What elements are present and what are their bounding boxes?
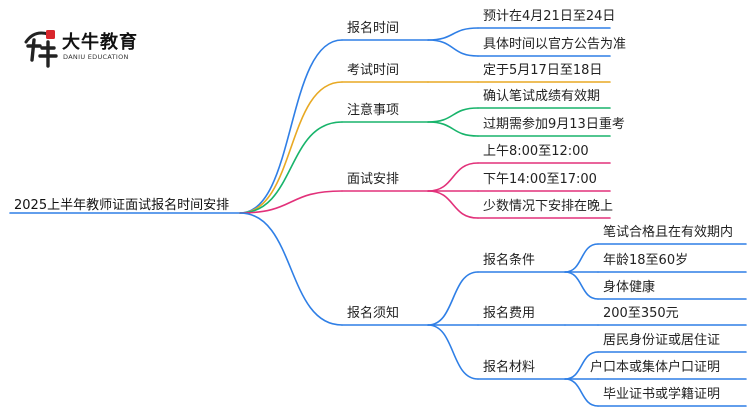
leaf-connector <box>564 378 599 407</box>
leaf-connector <box>427 27 479 41</box>
leaf-written-pass: 笔试合格且在有效期内 <box>603 225 734 240</box>
leaf-afternoon: 下午14:00至17:00 <box>483 172 597 187</box>
branch-connector <box>239 39 343 214</box>
sub-connector <box>427 324 479 380</box>
leaf-health: 身体健康 <box>603 280 656 295</box>
leaf-connector <box>427 162 479 192</box>
leaf-household-register: 户口本或集体户口证明 <box>590 360 721 375</box>
sub-materials: 报名材料 <box>483 360 536 375</box>
logo-name: 大牛教育 <box>62 32 138 53</box>
leaf-connector <box>427 39 479 57</box>
branch-registration-notice: 报名须知 <box>347 306 400 321</box>
brand-logo: 大牛教育 DANIU EDUCATION <box>20 26 170 72</box>
root-topic: 2025上半年教师证面试报名时间安排 <box>14 198 230 213</box>
branch-connector <box>239 212 343 326</box>
sub-requirements: 报名条件 <box>483 253 536 268</box>
leaf-connector <box>427 121 479 137</box>
branch-notes: 注意事项 <box>347 103 400 118</box>
sub-connector <box>427 271 479 326</box>
logo-emblem-icon <box>24 30 58 68</box>
leaf-confirm-validity: 确认笔试成绩有效期 <box>483 89 601 104</box>
logo-tagline: DANIU EDUCATION <box>63 53 129 61</box>
leaf-exam-date: 定于5月17日至18日 <box>483 63 603 78</box>
branch-connector <box>239 190 343 214</box>
leaf-official-notice: 具体时间以官方公告为准 <box>483 37 627 52</box>
leaf-diploma: 毕业证书或学籍证明 <box>603 387 721 402</box>
branch-interview-schedule: 面试安排 <box>347 172 400 187</box>
leaf-connector <box>564 243 599 273</box>
branch-registration-time: 报名时间 <box>347 21 400 36</box>
leaf-evening: 少数情况下安排在晚上 <box>483 199 614 214</box>
leaf-registration-date: 预计在4月21日至24日 <box>483 9 616 24</box>
leaf-connector <box>427 190 479 219</box>
branch-connector <box>239 121 343 214</box>
leaf-age: 年龄18至60岁 <box>603 253 689 268</box>
leaf-fee-amount: 200至350元 <box>603 306 679 321</box>
leaf-morning: 上午8:00至12:00 <box>483 144 589 159</box>
leaf-id-card: 居民身份证或居住证 <box>603 333 721 348</box>
sub-fee: 报名费用 <box>483 306 536 321</box>
leaf-connector <box>564 271 599 300</box>
leaf-retake-exam: 过期需参加9月13日重考 <box>483 117 625 132</box>
branch-exam-time: 考试时间 <box>347 63 400 78</box>
branch-connector <box>239 81 343 214</box>
leaf-connector <box>427 107 479 123</box>
